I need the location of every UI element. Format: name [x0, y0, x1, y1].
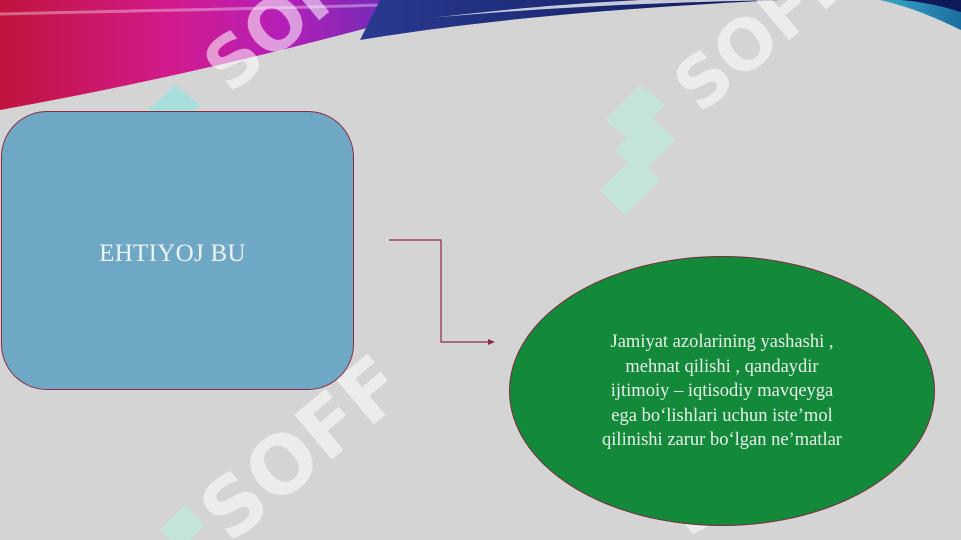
ehtiyoj-box [1, 111, 354, 390]
header-swoosh-decoration [0, 0, 961, 110]
definition-line: mehnat qilishi , qandaydir [625, 356, 819, 377]
definition-line: qilinishi zarur bo‘lgan ne’matlar [602, 430, 842, 451]
definition-line: Jamiyat azolarining yashashi , [610, 332, 834, 352]
definition-ellipse [509, 256, 935, 526]
definition-line: ijtimoiy – iqtisodiy mavqeyga [610, 381, 834, 402]
ehtiyoj-box-label: EHTIYOJ BU [99, 240, 246, 267]
definition-line: ega bo‘lishlari uchun iste’mol [611, 405, 833, 426]
definition-text: Jamiyat azolarining yashashi , mehnat qi… [569, 330, 875, 453]
